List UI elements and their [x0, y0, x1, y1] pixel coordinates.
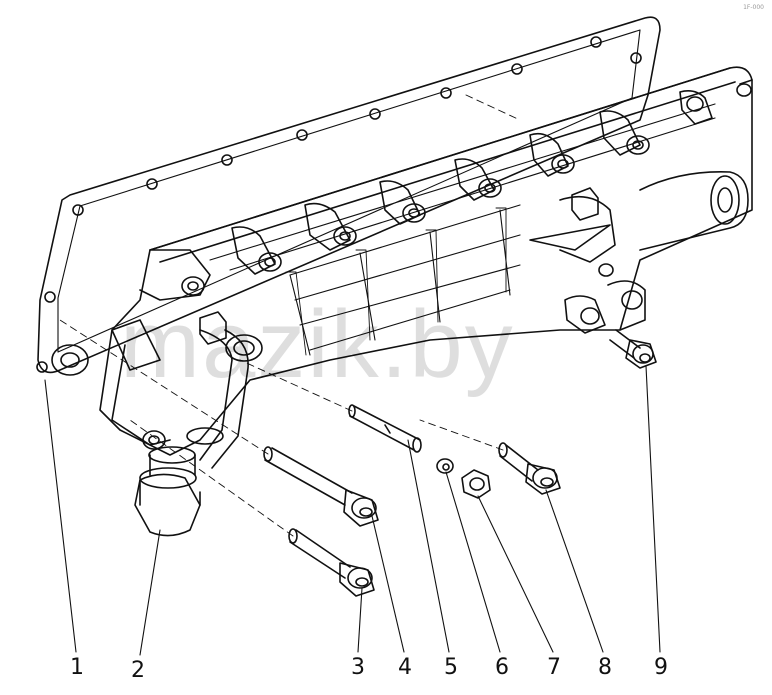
callout-4: 4 — [398, 655, 412, 680]
fitting-part-9 — [609, 329, 657, 369]
assembly-lines — [59, 94, 521, 537]
callout-1: 1 — [70, 655, 84, 680]
long-bolt-part-4 — [263, 446, 379, 527]
callout-7: 7 — [547, 655, 561, 680]
bolt-part-8 — [498, 442, 561, 495]
long-bolt-part-3 — [288, 528, 375, 597]
filter-housing — [99, 66, 753, 469]
callout-3: 3 — [351, 655, 365, 680]
leader-lines — [44, 365, 661, 656]
washer-part-6 — [436, 458, 454, 474]
callout-2: 2 — [131, 658, 145, 683]
callout-6: 6 — [495, 655, 509, 680]
corner-mark: 1F-000 — [743, 4, 764, 11]
stud-part-5 — [348, 404, 422, 453]
filter-cap-part — [134, 446, 201, 537]
nut-part-7 — [461, 469, 491, 499]
gasket-part — [36, 16, 661, 376]
callout-8: 8 — [598, 655, 612, 680]
callout-5: 5 — [444, 655, 458, 680]
callout-9: 9 — [654, 655, 668, 680]
